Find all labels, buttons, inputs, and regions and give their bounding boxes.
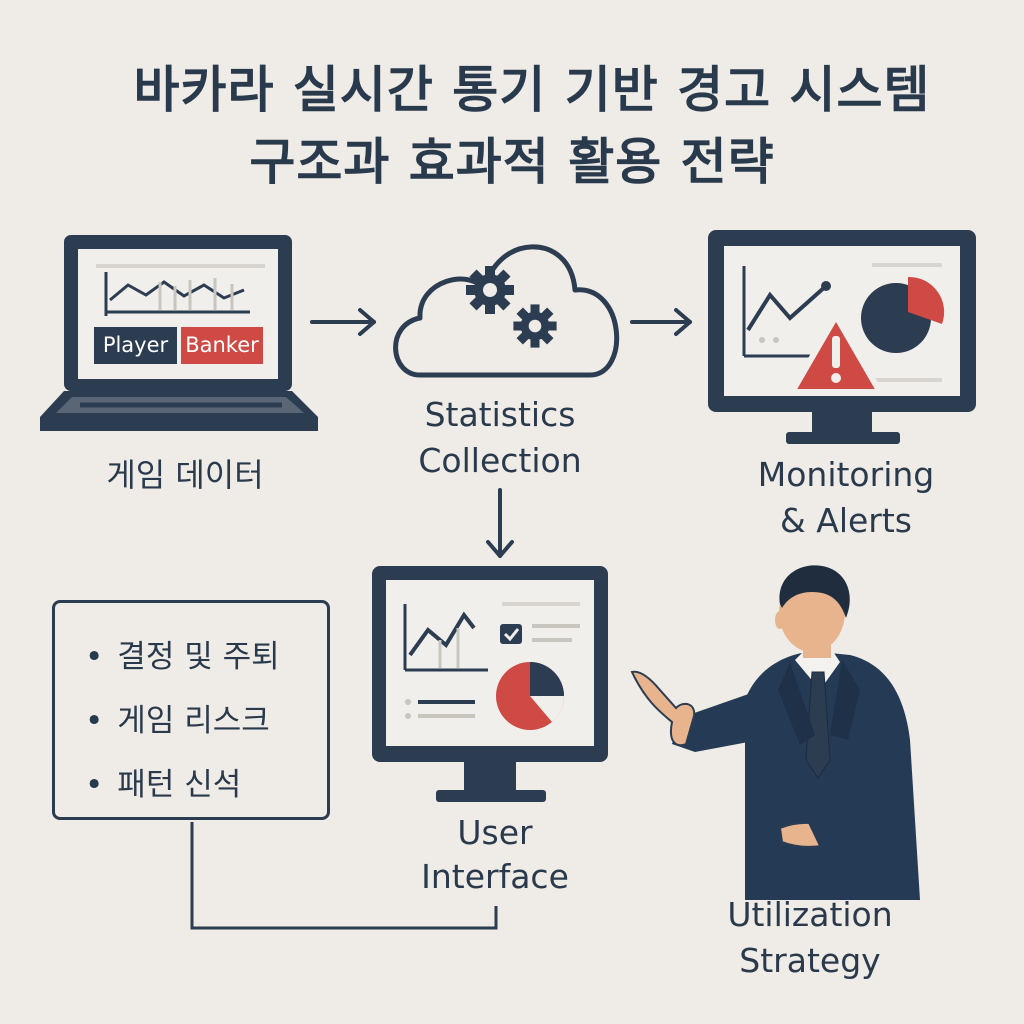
note-item-3: • 패턴 신석: [85, 759, 241, 804]
monitoring-label-line2: & Alerts: [780, 501, 912, 540]
cloud-gears-icon: [393, 244, 620, 378]
statistics-label-line2: Collection: [418, 441, 582, 480]
laptop-icon: [40, 235, 318, 431]
user-interface-label-line1: User: [457, 813, 533, 852]
arrow-to-statistics: [310, 308, 376, 336]
note-item-2: • 게임 리스크: [85, 695, 270, 740]
diagram-title-line1: 바카라 실시간 통기 기반 경고 시스템: [133, 61, 931, 119]
note-item-text: 패턴 신석: [117, 767, 242, 803]
bullet-dot: •: [85, 703, 104, 739]
statistics-label-line1: Statistics: [424, 395, 576, 434]
player-tag: Player: [102, 333, 169, 357]
note-item-1: • 결정 및 주퇴: [85, 631, 280, 676]
game-data-label: 게임 데이터: [106, 456, 264, 494]
user-interface-monitor-icon: [372, 566, 608, 802]
note-item-text: 게임 리스크: [117, 703, 270, 739]
utilization-label-line1: Utilization: [727, 895, 893, 934]
user-interface-label-line2: Interface: [421, 857, 569, 896]
monitor-alert-icon: [708, 230, 976, 444]
banker-tag: Banker: [185, 333, 259, 357]
bullet-dot: •: [85, 639, 104, 675]
presenter-figure: [630, 565, 920, 900]
bullet-dot: •: [85, 767, 104, 803]
notes-box: • 결정 및 주퇴 • 게임 리스크 • 패턴 신석: [52, 600, 330, 820]
diagram-title-line2: 구조과 효과적 활용 전략: [249, 133, 775, 191]
note-item-text: 결정 및 주퇴: [117, 639, 280, 675]
arrow-to-user-interface: [486, 488, 514, 558]
connector-line: [190, 822, 498, 930]
arrow-to-monitoring: [630, 308, 692, 336]
monitoring-label-line1: Monitoring: [757, 455, 935, 494]
utilization-label-line2: Strategy: [739, 941, 881, 980]
